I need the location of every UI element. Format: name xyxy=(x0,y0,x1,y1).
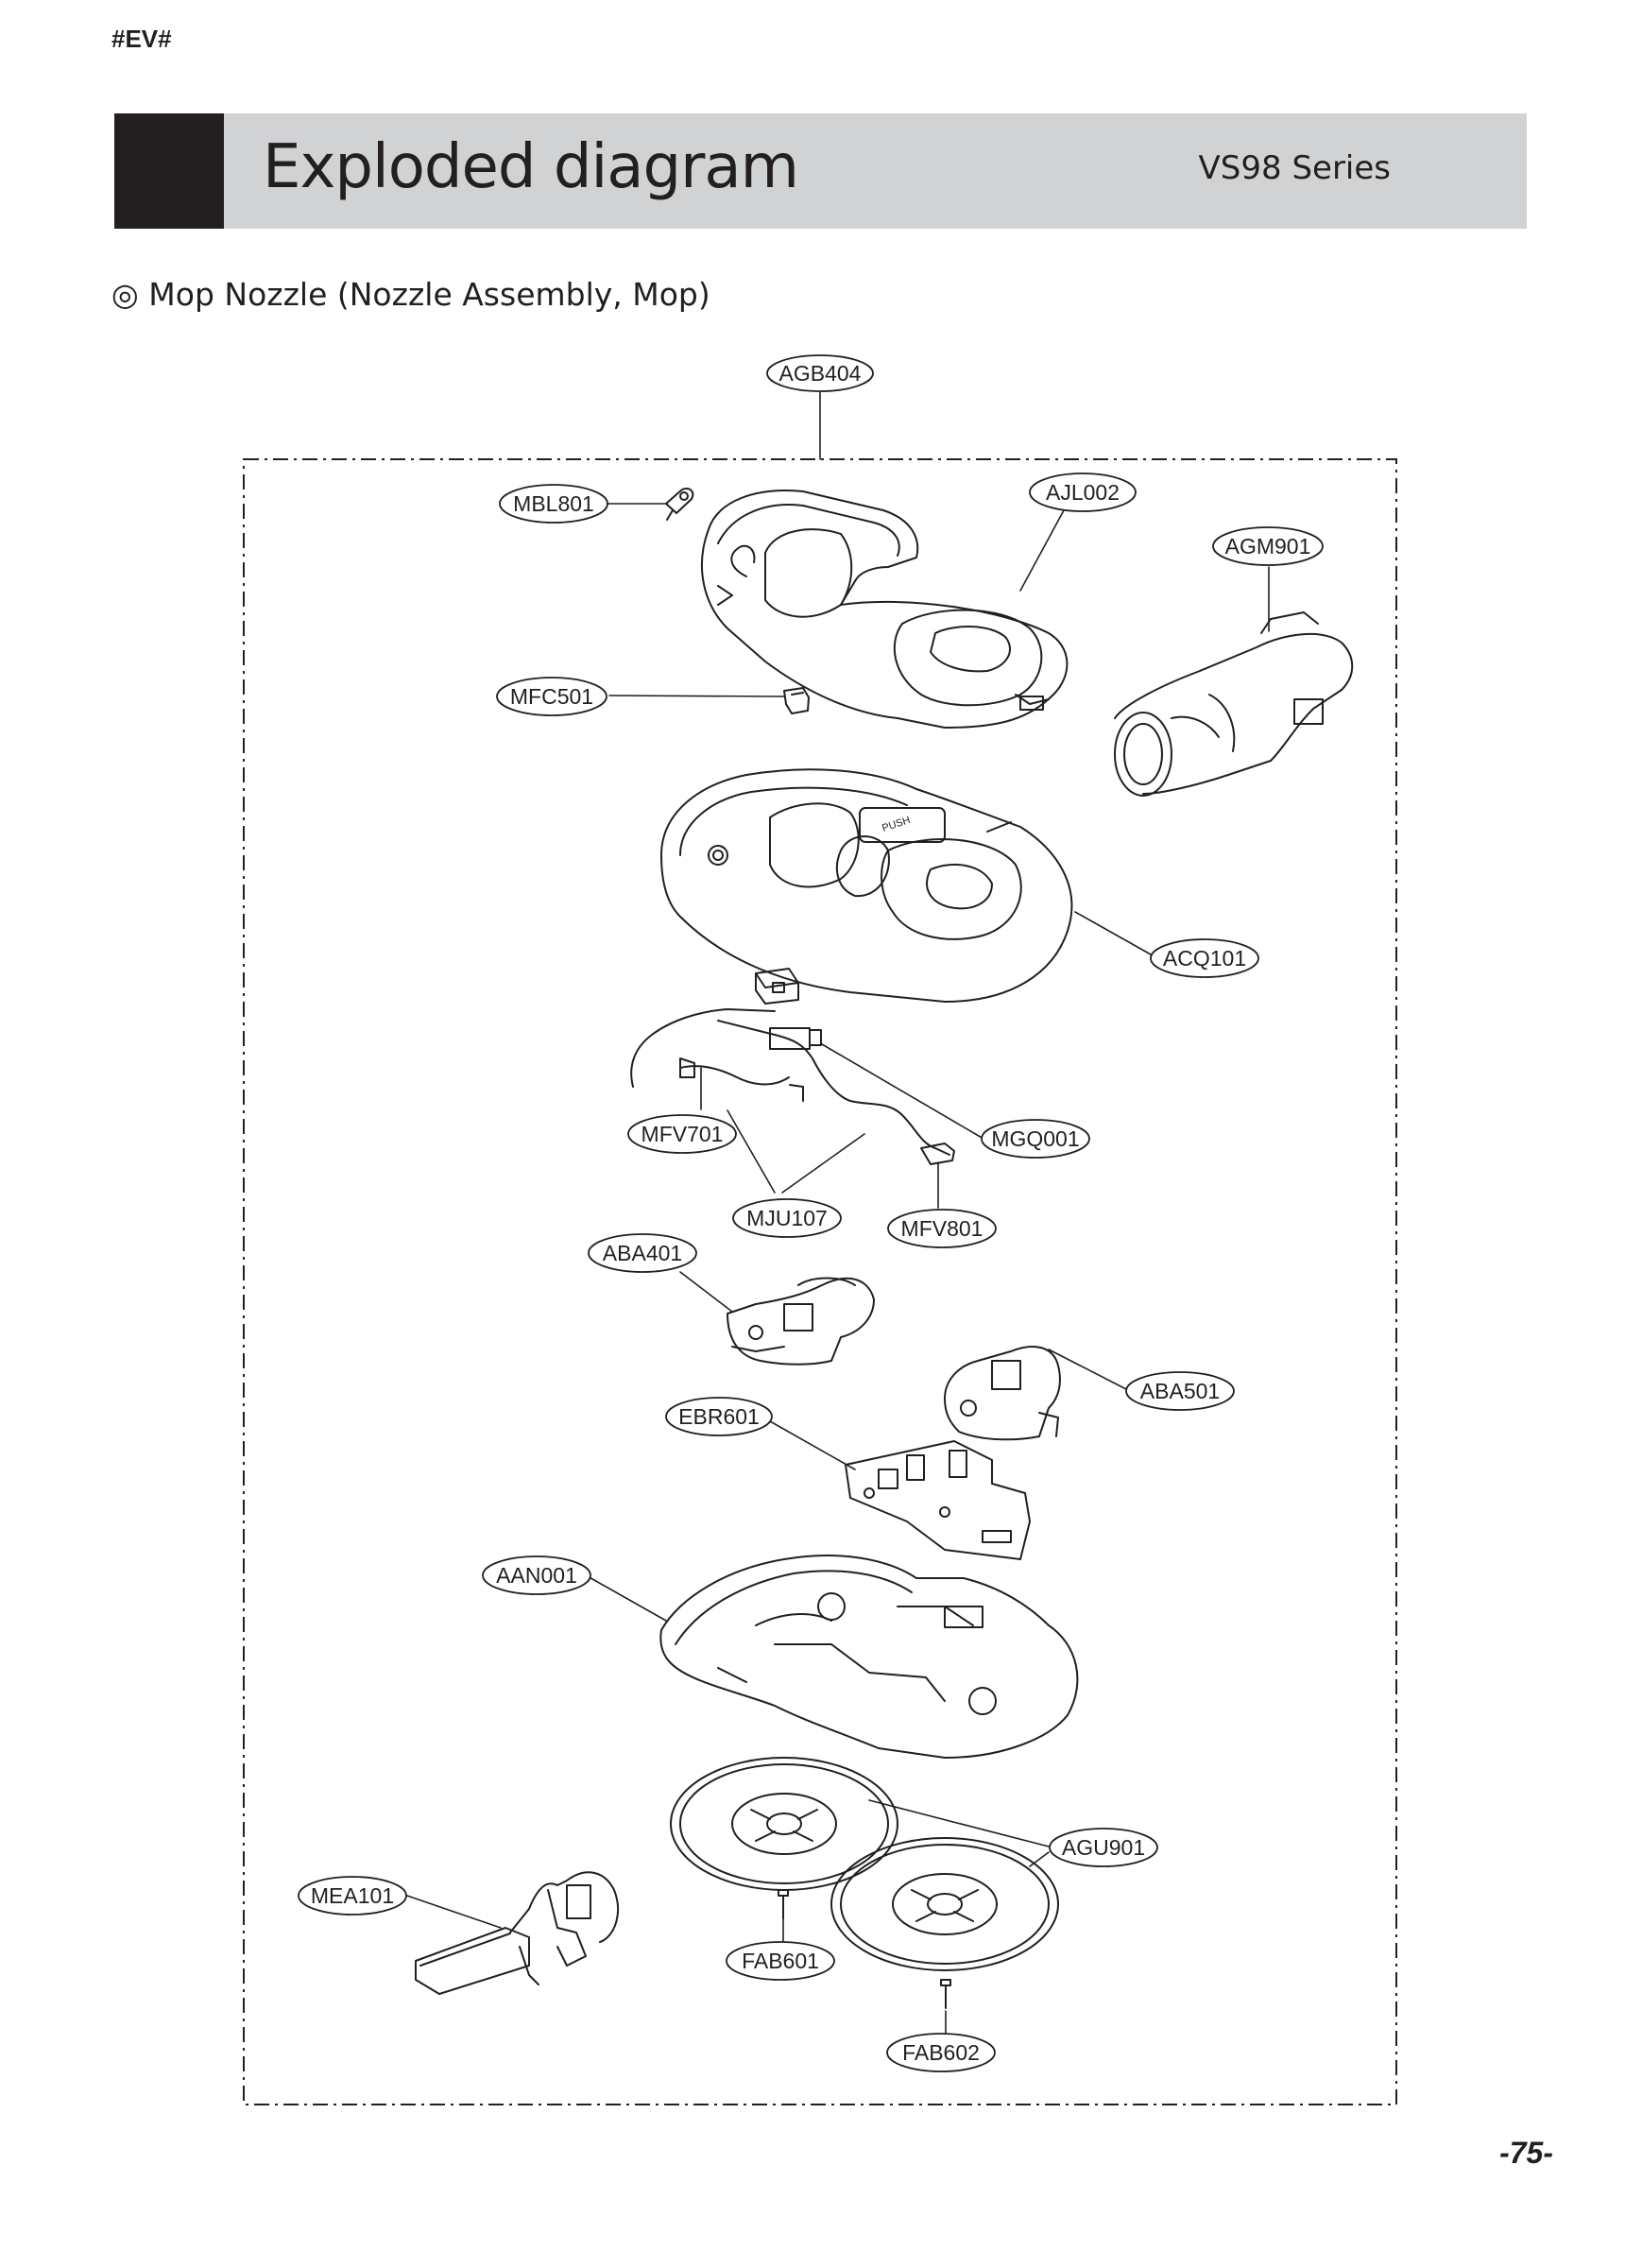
part-mop-disc-1 xyxy=(670,1757,898,1891)
series-label: VS98 Series xyxy=(1198,149,1391,187)
callout-mfv701: MFV701 xyxy=(627,1114,737,1154)
part-mbl801 xyxy=(665,488,694,521)
svg-text:MGQ001: MGQ001 xyxy=(991,1126,1079,1151)
callout-ebr601: EBR601 xyxy=(665,1397,773,1436)
svg-text:MJU107: MJU107 xyxy=(746,1206,828,1230)
callout-mfv801: MFV801 xyxy=(887,1209,997,1248)
callout-agu901: AGU901 xyxy=(1049,1828,1158,1867)
part-mea101 xyxy=(415,1871,619,1995)
svg-text:MFV701: MFV701 xyxy=(641,1122,724,1146)
svg-text:AGB404: AGB404 xyxy=(779,361,862,386)
part-aba401 xyxy=(727,1277,875,1366)
svg-text:ACQ101: ACQ101 xyxy=(1163,946,1246,971)
part-aba501 xyxy=(944,1346,1061,1441)
part-agm901 xyxy=(1114,611,1354,797)
svg-text:FAB602: FAB602 xyxy=(902,2040,980,2065)
header-accent-block xyxy=(114,113,224,229)
svg-text:MBL801: MBL801 xyxy=(513,491,594,516)
page-number: -75- xyxy=(1499,2136,1553,2170)
callout-ajl002: AJL002 xyxy=(1029,472,1137,512)
callout-aba401: ABA401 xyxy=(588,1233,697,1273)
part-pcb xyxy=(845,1440,1031,1560)
part-top-cover xyxy=(701,490,1069,729)
callout-mfc501: MFC501 xyxy=(496,677,607,716)
header-bar xyxy=(114,113,1527,229)
svg-text:ABA501: ABA501 xyxy=(1140,1379,1220,1403)
part-mgq001 xyxy=(755,968,799,1005)
part-base xyxy=(659,1555,1079,1759)
double-circle-icon: ◎ xyxy=(111,276,139,313)
part-screw-fab601 xyxy=(778,1889,789,1919)
svg-text:FAB601: FAB601 xyxy=(742,1949,819,1973)
part-screw-fab602 xyxy=(940,1979,951,2009)
part-mfc501 xyxy=(783,687,810,714)
svg-text:AAN001: AAN001 xyxy=(496,1563,577,1588)
part-acq101 xyxy=(660,768,1073,1003)
leader-lines xyxy=(403,389,1270,2047)
part-mop-disc-2 xyxy=(830,1837,1059,1971)
section-title: Mop Nozzle (Nozzle Assembly, Mop) xyxy=(148,276,710,313)
callout-fab601: FAB601 xyxy=(726,1941,835,1981)
svg-text:AJL002: AJL002 xyxy=(1046,480,1120,505)
part-wire-harness xyxy=(630,1008,950,1156)
callout-mgq001: MGQ001 xyxy=(981,1119,1090,1159)
callout-aba501: ABA501 xyxy=(1125,1371,1235,1411)
document-tag: #EV# xyxy=(111,25,172,53)
callout-mbl801: MBL801 xyxy=(499,484,608,524)
callout-mju107: MJU107 xyxy=(732,1198,842,1238)
callout-agm901: AGM901 xyxy=(1212,526,1324,566)
svg-text:MFC501: MFC501 xyxy=(510,684,593,709)
callout-fab602: FAB602 xyxy=(886,2033,996,2072)
callout-acq101: ACQ101 xyxy=(1150,938,1259,978)
section-heading: ◎ Mop Nozzle (Nozzle Assembly, Mop) xyxy=(111,276,710,313)
assembly-boundary xyxy=(243,458,1397,2105)
svg-text:AGM901: AGM901 xyxy=(1225,534,1311,558)
callout-aan001: AAN001 xyxy=(482,1555,591,1595)
svg-text:ABA401: ABA401 xyxy=(603,1241,682,1265)
svg-text:EBR601: EBR601 xyxy=(678,1404,760,1429)
callout-agb404: AGB404 xyxy=(766,354,874,392)
svg-text:MEA101: MEA101 xyxy=(311,1883,394,1908)
part-mfv801 xyxy=(920,1143,955,1165)
page-title: Exploded diagram xyxy=(263,132,799,202)
svg-text:MFV801: MFV801 xyxy=(901,1216,983,1241)
push-label: PUSH xyxy=(881,815,912,834)
callout-mea101: MEA101 xyxy=(298,1876,407,1916)
svg-text:AGU901: AGU901 xyxy=(1062,1835,1145,1860)
